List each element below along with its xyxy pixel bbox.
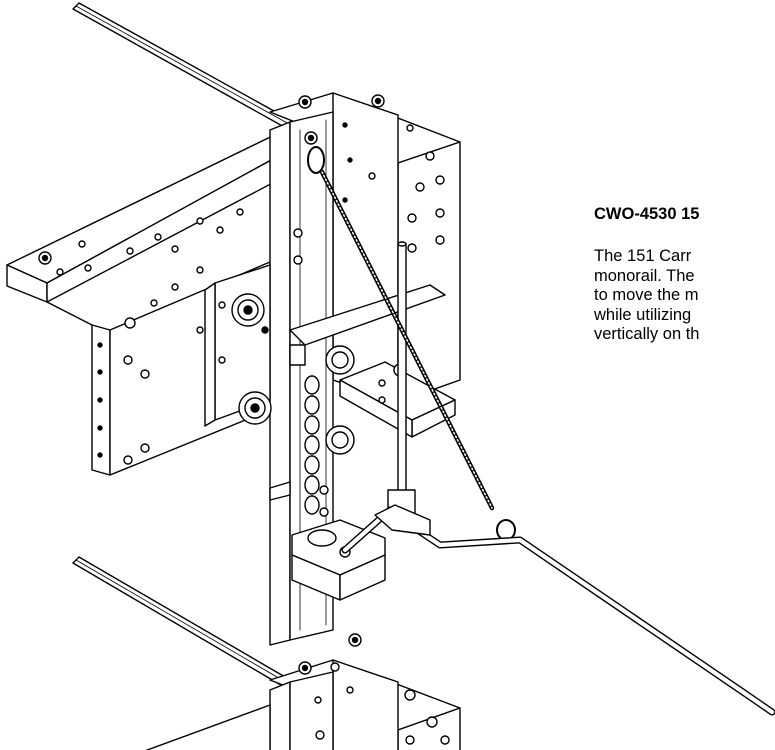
body-line: while utilizing (594, 305, 692, 324)
body-line: to move the m (594, 286, 699, 304)
document-title: CWO-4530 15 (594, 205, 700, 223)
body-line: vertically on th (594, 325, 700, 343)
top-rod (72, 2, 293, 129)
lower-assembly (72, 556, 461, 750)
horizontal-plate (6, 124, 336, 476)
vertical-column (269, 111, 334, 646)
vertical-rod (387, 241, 416, 516)
body-line: The 151 Carr (594, 247, 692, 265)
lever-handle (341, 504, 775, 716)
body-line: monorail. The (594, 266, 695, 285)
wheel-block (204, 264, 355, 455)
document-body: The 151 Carr monorail. The to move the m… (594, 247, 775, 345)
